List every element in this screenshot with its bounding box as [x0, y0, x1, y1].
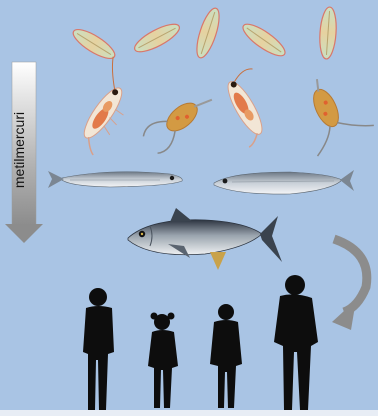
anchovy-icon — [48, 171, 182, 188]
tuna-icon — [128, 208, 282, 270]
diatom-icon — [318, 7, 338, 60]
diatom-icon — [69, 24, 118, 63]
sardine-icon — [214, 170, 354, 194]
copepod-icon — [141, 84, 218, 155]
small-fish-row — [48, 170, 354, 194]
humans-row — [83, 275, 318, 410]
zooplankton-row — [60, 57, 375, 156]
diatom-icon — [239, 19, 289, 61]
arrow-label: metilmercuri — [11, 112, 27, 188]
krill-icon — [215, 67, 286, 147]
man-icon — [83, 288, 114, 410]
ground-strip — [0, 410, 378, 416]
boy-icon — [210, 304, 242, 408]
curved-arrow — [332, 239, 367, 330]
krill-icon — [60, 57, 147, 156]
diatom-icon — [131, 19, 183, 57]
man-icon — [274, 275, 318, 410]
copepod-icon — [288, 66, 376, 156]
phytoplankton-row — [69, 6, 337, 64]
diatom-icon — [192, 6, 223, 60]
girl-icon — [148, 313, 178, 409]
